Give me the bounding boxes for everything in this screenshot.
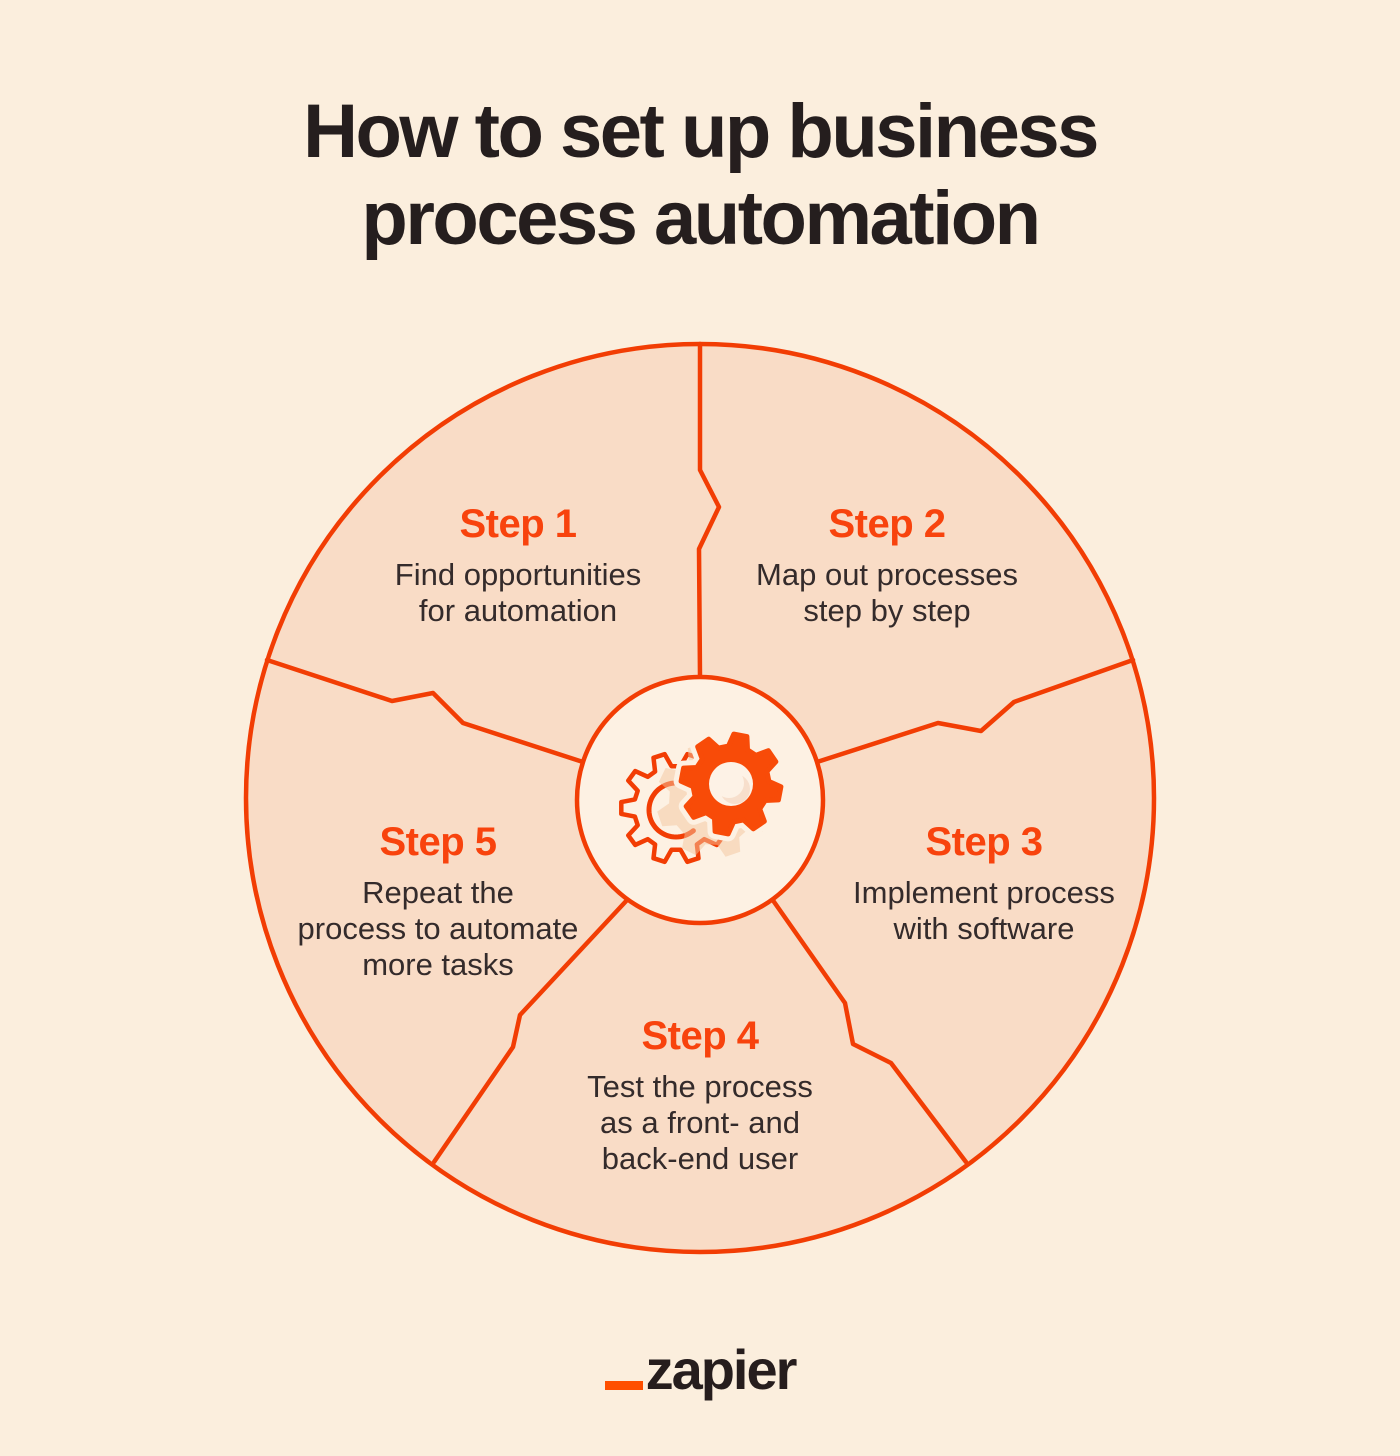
logo-underscore-mark (604, 1381, 643, 1390)
step-3-group: Step 3 Implement process with software (784, 820, 1184, 947)
page-title: How to set up business process automatio… (303, 89, 1099, 262)
step-2-description: Map out processes step by step (756, 557, 1018, 628)
step-2-title: Step 2 (828, 502, 946, 546)
segment-dividers (264, 341, 1136, 1165)
logo-text: zapier (645, 1338, 798, 1401)
step-4-description: Test the process as a front- and back-en… (587, 1069, 813, 1176)
gear-hole-crescent-mask (714, 768, 744, 798)
divider-lower-left (431, 896, 631, 1165)
divider-lower-right (769, 896, 969, 1165)
step-1-title: Step 1 (459, 502, 577, 546)
zapier-logo: zapier (0, 1342, 1400, 1398)
step-1-description: Find opportunities for automation (394, 557, 642, 628)
step-4-title: Step 4 (641, 1014, 759, 1058)
step-1-group: Step 1 Find opportunities for automation (318, 502, 718, 629)
step-5-description: Repeat the process to automate more task… (297, 875, 579, 982)
outline-gear-inner-arc (646, 780, 696, 840)
step-3-title: Step 3 (925, 820, 1043, 864)
gears-icon (619, 726, 789, 865)
divider-upper-left (264, 657, 586, 765)
step-3-description: Implement process with software (853, 875, 1115, 946)
divider-upper-right (814, 657, 1136, 765)
step-4-group: Step 4 Test the process as a front- and … (500, 1014, 900, 1177)
divider-top (696, 341, 722, 680)
step-5-title: Step 5 (379, 820, 497, 864)
step-5-group: Step 5 Repeat the process to automate mo… (238, 820, 638, 983)
step-2-group: Step 2 Map out processes step by step (687, 502, 1087, 629)
